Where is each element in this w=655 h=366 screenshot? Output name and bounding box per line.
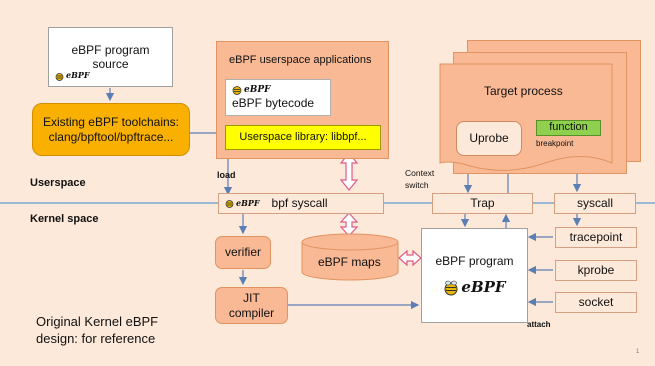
verifier-box: verifier [215, 236, 271, 269]
trap-label: Trap [470, 196, 495, 211]
bee-icon [225, 200, 234, 208]
function-box: function [536, 120, 601, 136]
existing-toolchains-box: Existing eBPF toolchains: clang/bpftool/… [32, 103, 190, 156]
source-title-line1: eBPF program [71, 42, 150, 57]
socket-box: socket [555, 292, 637, 313]
breakpoint-label: breakpoint [536, 139, 574, 148]
syscall-ebpf-logo: eBPF [225, 198, 260, 209]
bpf-syscall-box: eBPF bpf syscall [218, 193, 384, 214]
uprobe-box: Uprobe [456, 121, 522, 156]
footer-line2: design: for reference [36, 331, 156, 346]
source-title-line2: source [92, 57, 129, 71]
toolchains-line2: clang/bpftool/bpftrace... [48, 129, 174, 144]
verifier-label: verifier [224, 245, 261, 260]
ebpf-maps-label: eBPF maps [318, 255, 381, 269]
context-switch-line1: Context [405, 168, 435, 178]
function-label: function [549, 121, 588, 134]
trap-box: Trap [432, 193, 533, 214]
attach-label: attach [527, 320, 551, 329]
footer-line1: Original Kernel eBPF [36, 314, 159, 329]
tracepoint-box: tracepoint [555, 227, 637, 248]
jit-compiler-box: JIT compiler [215, 287, 288, 324]
arrow-library-syscall-bidirectional [339, 152, 359, 191]
userspace-apps-title: eBPF userspace applications [229, 54, 372, 66]
socket-label: socket [578, 295, 614, 310]
jit-line2: compiler [228, 305, 275, 320]
library-label: Userspace library: libbpf... [239, 130, 367, 143]
userspace-library-box: Userspace library: libbpf... [225, 125, 381, 150]
tracepoint-label: tracepoint [569, 230, 623, 245]
userspace-label: Userspace [30, 177, 86, 189]
syscall-label: syscall [576, 196, 613, 211]
bytecode-label: eBPF bytecode [232, 96, 315, 111]
context-switch-line2: switch [405, 180, 429, 190]
syscall-box: syscall [554, 193, 636, 214]
bpf-syscall-label: bpf syscall [271, 196, 328, 211]
bee-icon [55, 72, 64, 81]
uprobe-label: Uprobe [469, 131, 509, 146]
kprobe-box: kprobe [555, 260, 637, 281]
ebpf-program-box: eBPF program eBPF [421, 228, 528, 323]
page-number: 1 [636, 349, 640, 355]
jit-line1: JIT [243, 291, 260, 306]
program-source-box: eBPF program source eBPF [48, 27, 173, 87]
bytecode-ebpf-logo: eBPF [232, 84, 271, 96]
target-process-title: Target process [484, 84, 563, 98]
toolchains-line1: Existing eBPF toolchains: [42, 115, 180, 130]
ebpf-program-label: eBPF program [435, 253, 514, 268]
program-ebpf-logo: eBPF [443, 278, 506, 297]
bee-icon [232, 86, 242, 95]
bee-icon [444, 280, 458, 296]
kernel-space-label: Kernel space [30, 213, 99, 225]
kprobe-label: kprobe [577, 263, 615, 278]
ebpf-bytecode-box: eBPF eBPF bytecode [225, 79, 331, 116]
load-label: load [217, 170, 236, 180]
source-ebpf-logo: eBPF [55, 71, 90, 81]
